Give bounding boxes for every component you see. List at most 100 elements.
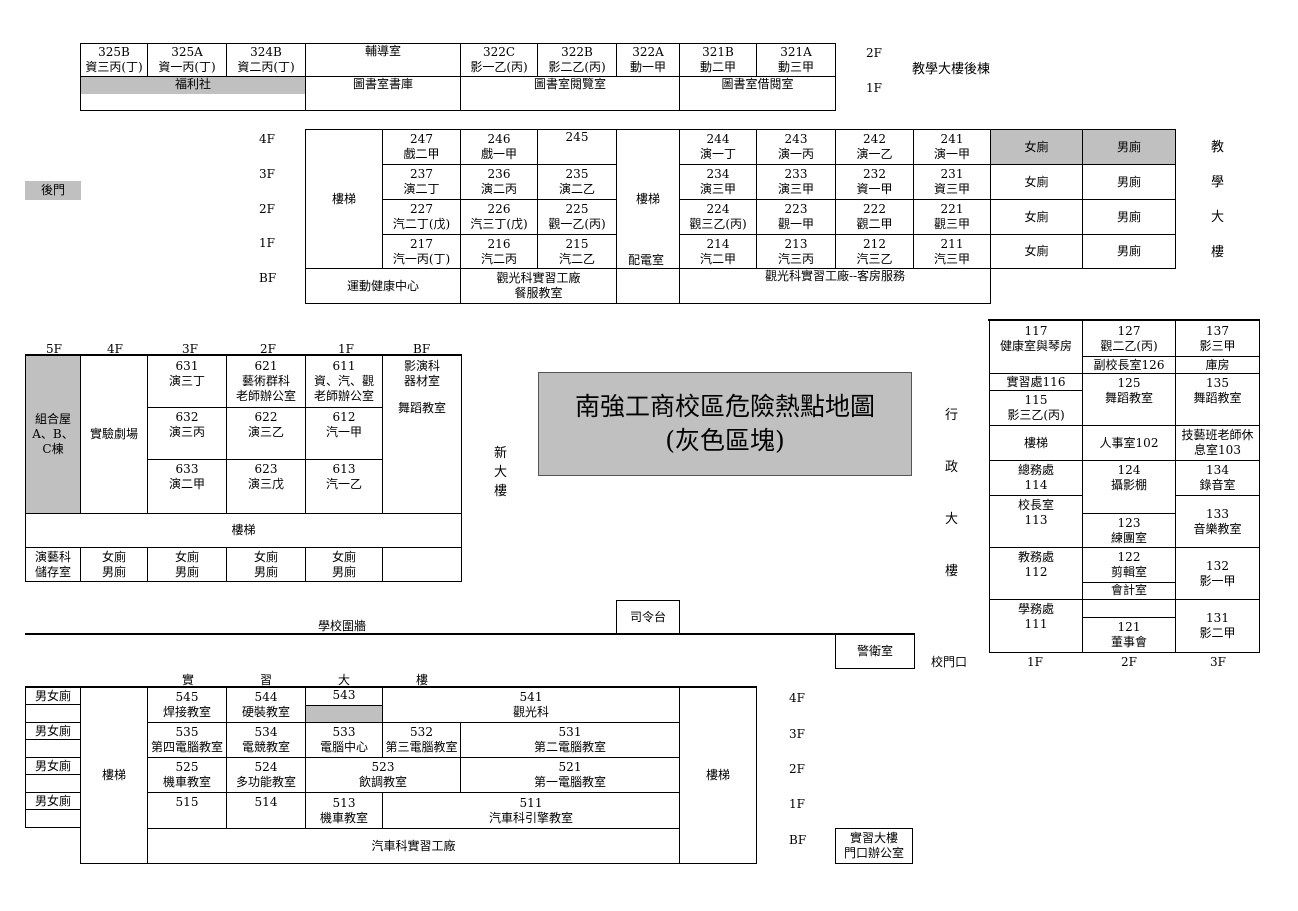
guard-room[interactable]: 警衛室 — [835, 634, 915, 669]
experimental-theater[interactable]: 實驗劇場 — [80, 355, 148, 514]
command-stage[interactable]: 司令台 — [616, 600, 680, 634]
room-116[interactable]: 實習處116 — [989, 373, 1083, 391]
stairs-middle[interactable]: 樓梯 — [616, 129, 680, 269]
room-245[interactable]: 245 — [537, 129, 617, 165]
sports-health-center[interactable]: 運動健康中心 — [305, 268, 461, 304]
accounting-office[interactable]: 會計室 — [1082, 582, 1176, 600]
stairs-new-building[interactable]: 樓梯 — [25, 513, 462, 548]
performing-arts-storage[interactable]: 演藝科儲存室 — [25, 547, 81, 582]
restroom-men-4f[interactable]: 男廁 — [1082, 129, 1176, 165]
stairs-admin[interactable]: 樓梯 — [989, 425, 1083, 461]
room-102[interactable]: 人事室102 — [1082, 425, 1176, 461]
restroom-pair-2[interactable]: 女廁男廁 — [147, 547, 227, 582]
library-stack[interactable]: 圖書室書庫 — [305, 76, 461, 111]
library-lending-room[interactable]: 圖書室借閱室 — [679, 76, 836, 111]
restroom-men-2f[interactable]: 男廁 — [1082, 199, 1176, 235]
room-543[interactable]: 543 — [305, 687, 383, 706]
tourism-practice-factory[interactable]: 觀光科實習工廠餐服教室 — [460, 268, 617, 304]
room-514[interactable]: 514 — [226, 792, 306, 829]
restroom-4f[interactable]: 男女廁 — [25, 687, 81, 705]
stairs-practice-left[interactable]: 樓梯 — [80, 687, 148, 864]
restroom-women-4f[interactable]: 女廁 — [990, 129, 1083, 165]
room-126[interactable]: 副校長室126 — [1082, 356, 1176, 374]
restroom-women-1f[interactable]: 女廁 — [990, 234, 1083, 269]
room-counseling[interactable]: 輔導室 — [305, 43, 461, 77]
restroom-1f[interactable]: 男女廁 — [25, 792, 81, 810]
housekeeping-practice-room[interactable]: 觀光科實習工廠--客房服務 — [679, 268, 991, 304]
practice-gate-office[interactable]: 實習大樓門口辦公室 — [835, 828, 913, 864]
restroom-men-1f[interactable]: 男廁 — [1082, 234, 1176, 269]
restroom-3f[interactable]: 男女廁 — [25, 722, 81, 740]
room-543-hotspot[interactable] — [305, 705, 383, 723]
room-103[interactable]: 技藝班老師休息室103 — [1175, 425, 1260, 461]
restroom-pair-1[interactable]: 女廁男廁 — [80, 547, 148, 582]
restroom-women-3f[interactable]: 女廁 — [990, 164, 1083, 200]
room-515[interactable]: 515 — [147, 792, 227, 829]
school-gate[interactable]: 校門口 — [931, 655, 968, 669]
dance-room-bf[interactable]: 影演科器材室舞蹈教室 — [382, 355, 462, 514]
restroom-2f[interactable]: 男女廁 — [25, 757, 81, 775]
restroom-pair-3[interactable]: 女廁男廁 — [226, 547, 306, 582]
